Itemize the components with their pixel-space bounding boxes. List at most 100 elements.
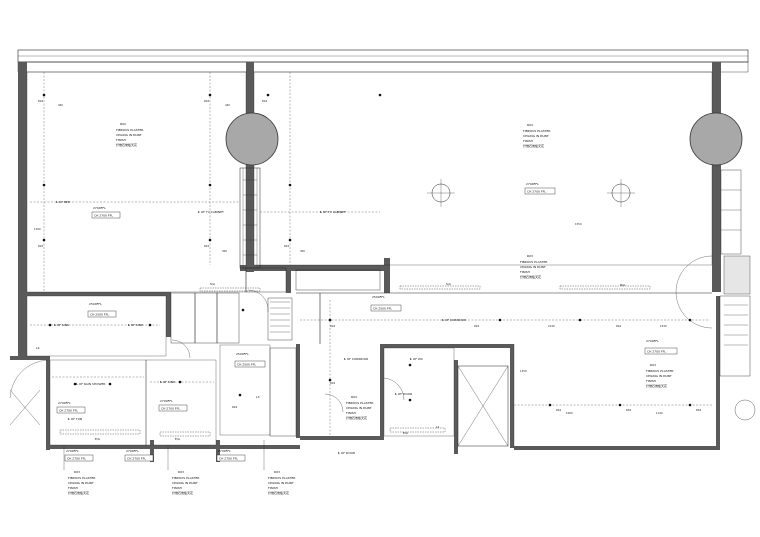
svg-text:300: 300 xyxy=(222,249,227,253)
svg-text:CEILING IN PAINT: CEILING IN PAINT xyxy=(346,406,372,410)
svg-text:纤维石膏板天花: 纤维石膏板天花 xyxy=(346,415,367,420)
svg-text:CH 2700 FFL: CH 2700 FFL xyxy=(67,457,86,461)
column-right xyxy=(689,112,743,166)
svg-text:CH 2700 FFL: CH 2700 FFL xyxy=(127,457,146,461)
svg-text:纤维石膏板天花: 纤维石膏板天花 xyxy=(520,274,541,279)
annotation-of-wc: ℄ OF WC xyxy=(410,357,423,361)
svg-text:CEILING IN PAINT: CEILING IN PAINT xyxy=(520,265,546,269)
svg-text:R04: R04 xyxy=(330,381,335,385)
svg-text:1140: 1140 xyxy=(656,411,663,415)
svg-text:FINISH: FINISH xyxy=(68,486,78,490)
svg-text:2700FFL: 2700FFL xyxy=(58,401,71,405)
light-fixture-2 xyxy=(607,179,635,207)
wall-mid-horizontal xyxy=(240,265,390,271)
annotation-l1: L1 xyxy=(436,425,440,429)
svg-text:2700FFL: 2700FFL xyxy=(646,339,659,343)
annotation-ea: E/A xyxy=(403,431,409,435)
annotation-ea: E/A xyxy=(175,437,181,441)
svg-text:1550: 1550 xyxy=(575,222,582,226)
annotation-of-tv-cabinet: ℄ OF TV CABINET xyxy=(320,210,346,214)
svg-text:R04: R04 xyxy=(204,244,209,248)
svg-text:FINISH: FINISH xyxy=(268,486,278,490)
svg-text:FIBROUS PLASTER: FIBROUS PLASTER xyxy=(172,476,200,480)
svg-text:CH 2700 FFL: CH 2700 FFL xyxy=(647,350,666,354)
svg-text:R04: R04 xyxy=(204,99,209,103)
svg-text:CH 2500 FFL: CH 2500 FFL xyxy=(373,307,392,311)
r04-markers: R04 R04 R04 R04 R04 R04 R04 R04 R04 R04 … xyxy=(38,99,701,412)
bottom-tag-2: R03 FIBROUS PLASTER CEILING IN PAINT FIN… xyxy=(172,470,200,495)
annotation-of-rain-shower: ℄ OF RAIN SHOWER xyxy=(76,382,106,386)
svg-text:R03: R03 xyxy=(274,470,280,474)
svg-text:2140: 2140 xyxy=(548,324,555,328)
annotation-sa: S/A xyxy=(210,282,216,286)
svg-text:R04: R04 xyxy=(284,244,289,248)
svg-text:FINISH: FINISH xyxy=(523,139,533,143)
annotation-ra: R/A xyxy=(620,283,626,287)
annotation-l4: L4 xyxy=(36,346,40,350)
svg-text:CEILING IN PAINT: CEILING IN PAINT xyxy=(116,133,142,137)
annotation-of-corridor: ℄ OF CORRIDOR xyxy=(344,357,368,361)
svg-text:纤维石膏板天花: 纤维石膏板天花 xyxy=(268,490,289,495)
room-label-corridor: R03 FIBROUS PLASTER CEILING IN PAINT FIN… xyxy=(520,254,548,279)
svg-text:2700FFL: 2700FFL xyxy=(126,449,139,453)
bottom-level-tag-3: 2700FFL CH 2700 FFL xyxy=(216,449,246,462)
annotation-of-sink: ℄ OF SINK xyxy=(128,323,144,327)
svg-text:CH 2700 FFL: CH 2700 FFL xyxy=(59,409,78,413)
level-box-closet: 2500FFL CH 2500 FFL xyxy=(234,352,266,368)
svg-text:2500FFL: 2500FFL xyxy=(372,295,385,299)
svg-text:R04: R04 xyxy=(232,405,237,409)
bottom-tag-3: R03 FIBROUS PLASTER CEILING IN PAINT FIN… xyxy=(268,470,296,495)
svg-text:FIBROUS PLASTER: FIBROUS PLASTER xyxy=(68,476,96,480)
wall-left xyxy=(18,62,27,360)
svg-text:纤维石膏板天花: 纤维石膏板天花 xyxy=(116,142,137,147)
room-label-wc: R03 FIBROUS PLASTER CEILING IN PAINT FIN… xyxy=(346,395,374,420)
svg-text:纤维石膏板天花: 纤维石膏板天花 xyxy=(646,383,667,388)
annotation-of-tv-cabinet: ℄ OF TV CABINET xyxy=(198,210,224,214)
svg-text:FIBROUS PLASTER: FIBROUS PLASTER xyxy=(346,401,374,405)
svg-text:FIBROUS PLASTER: FIBROUS PLASTER xyxy=(646,369,674,373)
svg-text:R04: R04 xyxy=(474,324,479,328)
annotation-of-door: ℄ OF DOOR xyxy=(338,451,355,455)
svg-text:2500FFL: 2500FFL xyxy=(236,352,249,356)
room-label-bedroom: R02 FIBROUS PLASTER CEILING IN PAINT FIN… xyxy=(116,122,144,147)
svg-text:1160: 1160 xyxy=(34,227,41,231)
svg-text:R03: R03 xyxy=(527,254,533,258)
svg-text:FINISH: FINISH xyxy=(646,379,656,383)
annotation-of-bed: ℄ OF BED xyxy=(56,200,71,204)
level-box-bath-3: 2700FFL CH 2700 FFL xyxy=(158,399,188,412)
svg-text:440: 440 xyxy=(225,103,230,107)
svg-text:R04: R04 xyxy=(616,324,621,328)
annotation-of-door: ℄ OF DOOR xyxy=(395,392,412,396)
dimension-labels: 440 440 300 300 1160 1550 2140 1530 1060… xyxy=(34,103,667,415)
level-box-right-room: 2700FFL CH 2700 FFL xyxy=(644,339,678,355)
svg-text:1350: 1350 xyxy=(520,369,527,373)
svg-text:FIBROUS PLASTER: FIBROUS PLASTER xyxy=(523,129,551,133)
svg-text:CH 2500 FFL: CH 2500 FFL xyxy=(237,363,256,367)
level-box-bath-2: 2700FFL CH 2700 FFL xyxy=(56,401,86,414)
svg-text:2500FFL: 2500FFL xyxy=(89,302,102,306)
svg-text:CEILING IN PAINT: CEILING IN PAINT xyxy=(523,134,549,138)
wall-center xyxy=(246,62,254,272)
svg-text:CEILING IN PAINT: CEILING IN PAINT xyxy=(268,481,294,485)
svg-text:R04: R04 xyxy=(626,408,631,412)
svg-text:FINISH: FINISH xyxy=(346,411,356,415)
svg-text:CH 2700 FFL: CH 2700 FFL xyxy=(527,190,546,194)
svg-text:CH 2700 FFL: CH 2700 FFL xyxy=(161,407,180,411)
annotation-ea: E/A xyxy=(95,437,101,441)
svg-text:FINISH: FINISH xyxy=(172,486,182,490)
svg-text:CH 2700 FFL: CH 2700 FFL xyxy=(94,214,113,218)
svg-text:2700FFL: 2700FFL xyxy=(66,449,79,453)
room-label-right-room: R03 FIBROUS PLASTER CEILING IN PAINT FIN… xyxy=(646,363,674,388)
svg-text:440: 440 xyxy=(58,103,63,107)
downlights xyxy=(42,93,692,407)
level-box-bedroom: 2700FFL CH 2700 FFL xyxy=(91,206,121,219)
svg-text:1060: 1060 xyxy=(566,411,573,415)
svg-text:R03: R03 xyxy=(178,470,184,474)
level-box-living: 2700FFL CH 2700 FFL xyxy=(524,182,556,195)
svg-text:CH 2500 FFL: CH 2500 FFL xyxy=(90,313,109,317)
annotation-of-tub: ℄ OF TUB xyxy=(68,417,82,421)
svg-text:R04: R04 xyxy=(38,99,43,103)
svg-text:R04: R04 xyxy=(38,244,43,248)
svg-text:FIBROUS PLASTER: FIBROUS PLASTER xyxy=(520,260,548,264)
wall-right xyxy=(712,62,721,292)
